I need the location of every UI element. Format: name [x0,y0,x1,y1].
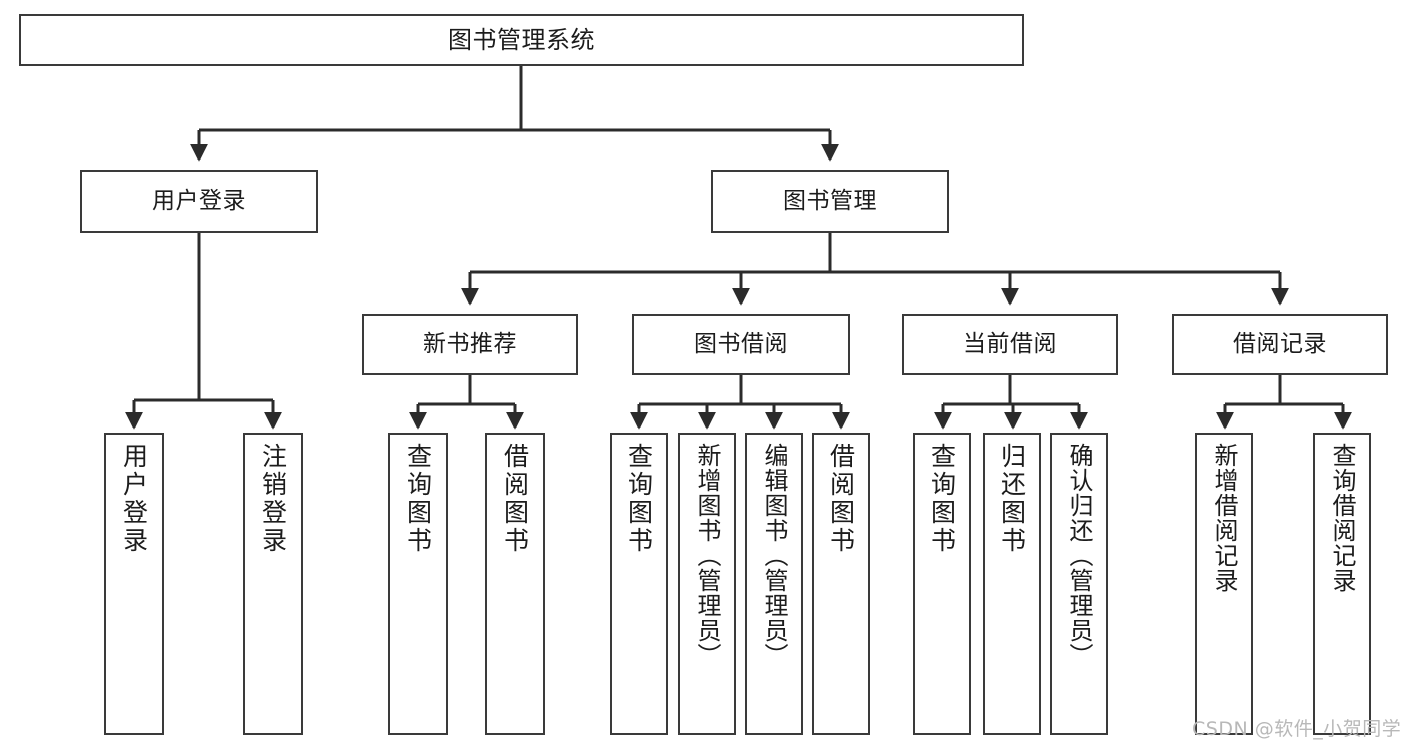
node-label: 查询图书 [624,443,654,555]
csdn-watermark: CSDN @软件_小贺同学 [1192,718,1402,740]
node-label: 查询图书 [927,443,957,555]
node-label: 用户登录 [119,443,149,555]
node-root-system[interactable]: 图书管理系统 [19,14,1024,66]
leaf-return-book[interactable]: 归还图书 [983,433,1041,735]
node-label: 当前借阅 [963,330,1057,357]
node-label: 新增借阅记录 [1210,443,1238,593]
leaf-query-book-borrow[interactable]: 查询图书 [610,433,668,735]
node-label: 查询图书 [403,443,433,555]
leaf-add-borrow-record[interactable]: 新增借阅记录 [1195,433,1253,735]
node-user-login[interactable]: 用户登录 [80,170,318,233]
leaf-borrow-book[interactable]: 借阅图书 [812,433,870,735]
node-current-borrow[interactable]: 当前借阅 [902,314,1118,375]
leaf-add-book-admin[interactable]: 新增图书（管理员） [678,433,736,735]
leaf-query-book-current[interactable]: 查询图书 [913,433,971,735]
leaf-query-borrow-record[interactable]: 查询借阅记录 [1313,433,1371,735]
leaf-query-book-recommend[interactable]: 查询图书 [388,433,448,735]
node-label: 新增图书（管理员） [693,443,721,668]
node-book-manage[interactable]: 图书管理 [711,170,949,233]
node-label: 用户登录 [152,187,246,214]
leaf-edit-book-admin[interactable]: 编辑图书（管理员） [745,433,803,735]
node-borrow-record[interactable]: 借阅记录 [1172,314,1388,375]
node-new-book-recommend[interactable]: 新书推荐 [362,314,578,375]
node-label: 查询借阅记录 [1328,443,1356,593]
node-label: 确认归还（管理员） [1065,443,1093,668]
node-label: 注销登录 [258,443,288,555]
leaf-confirm-return-admin[interactable]: 确认归还（管理员） [1050,433,1108,735]
node-label: 借阅图书 [826,443,856,555]
node-label: 归还图书 [997,443,1027,555]
node-label: 新书推荐 [423,330,517,357]
node-label: 图书管理 [783,187,877,214]
node-label: 图书管理系统 [448,25,595,54]
node-label: 编辑图书（管理员） [760,443,788,668]
node-label: 图书借阅 [694,330,788,357]
node-label: 借阅记录 [1233,330,1327,357]
leaf-borrow-book-recommend[interactable]: 借阅图书 [485,433,545,735]
leaf-logout-login[interactable]: 注销登录 [243,433,303,735]
leaf-user-login[interactable]: 用户登录 [104,433,164,735]
node-book-borrow[interactable]: 图书借阅 [632,314,850,375]
node-label: 借阅图书 [500,443,530,555]
